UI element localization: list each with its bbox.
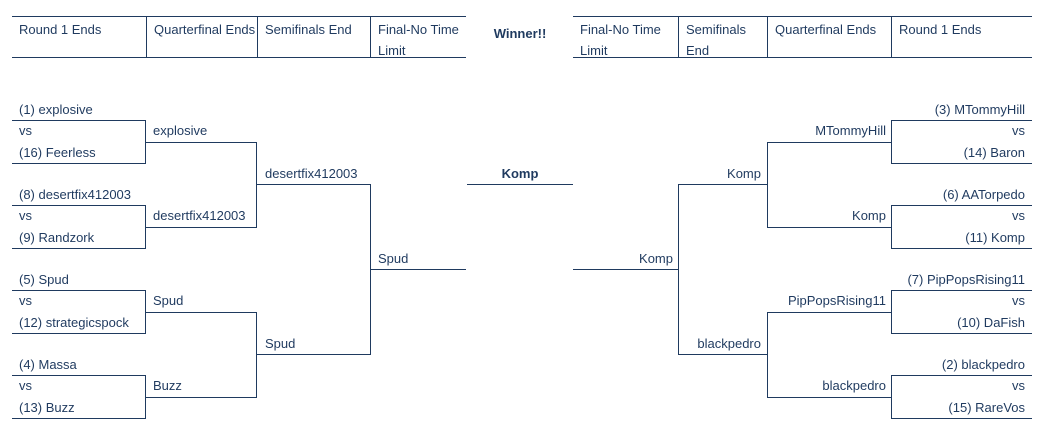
header-right-semifinal: Semifinals End [678, 17, 767, 57]
right-r1-m1-line-top [891, 120, 1032, 121]
right-r1-m2-vs: vs [1012, 208, 1025, 223]
left-sf-1-line [257, 184, 371, 185]
left-final: Spud [378, 251, 409, 266]
left-qf-3: Spud [153, 293, 184, 308]
left-r1-m4-line-top [12, 375, 146, 376]
right-qf-4: blackpedro [822, 378, 886, 393]
right-qf-2-line [767, 227, 892, 228]
right-qf-3-line [767, 312, 892, 313]
right-qf-connector-upper [767, 142, 768, 227]
left-r1-m4-connector [145, 375, 146, 418]
right-r1-m3-top: (7) PipPopsRising11 [907, 272, 1025, 287]
right-sf-2: blackpedro [697, 336, 761, 351]
header-right-round1: Round 1 Ends [891, 17, 1032, 57]
right-r1-m3-vs: vs [1012, 293, 1025, 308]
left-r1-m4-top: (4) Massa [19, 357, 77, 372]
left-r1-m1-vs: vs [19, 123, 32, 138]
left-r1-m2-line-top [12, 205, 146, 206]
right-qf-2: Komp [852, 208, 886, 223]
right-r1-m2-line-top [891, 205, 1032, 206]
left-r1-m2-line-bottom [12, 248, 146, 249]
right-sf-1: Komp [727, 166, 761, 181]
header-left-semifinal: Semifinals End [257, 17, 370, 57]
left-r1-m2-connector [145, 205, 146, 248]
left-qf-4: Buzz [153, 378, 182, 393]
right-r1-m3-line-top [891, 290, 1032, 291]
right-r1-m1-bottom: (14) Baron [963, 145, 1025, 160]
header-left-final: Final-No Time Limit [370, 17, 466, 57]
right-qf-1: MTommyHill [815, 123, 886, 138]
right-r1-m2-bottom: (11) Komp [965, 230, 1025, 245]
right-round-header-bar: Final-No Time Limit Semifinals End Quart… [573, 16, 1032, 58]
right-qf-1-line [767, 142, 892, 143]
left-r1-m3-vs: vs [19, 293, 32, 308]
left-final-line [371, 269, 466, 270]
champion-line [467, 184, 573, 185]
left-sf-connector [370, 184, 371, 354]
header-left-round1: Round 1 Ends [19, 22, 102, 37]
left-r1-m1-line-bottom [12, 163, 146, 164]
left-r1-m1-top: (1) explosive [19, 102, 93, 117]
left-qf-2-line [146, 227, 257, 228]
right-r1-m3-connector [891, 290, 892, 333]
left-qf-2: desertfix412003 [153, 208, 246, 223]
right-r1-m4-connector [891, 375, 892, 418]
left-r1-m2-bottom: (9) Randzork [19, 230, 95, 245]
left-qf-4-line [146, 397, 257, 398]
header-right-final: Final-No Time Limit [580, 22, 661, 57]
left-qf-1-line [146, 142, 257, 143]
header-right-quarterfinal: Quarterfinal Ends [767, 17, 891, 57]
right-r1-m1-top: (3) MTommyHill [934, 102, 1025, 117]
right-r1-m1-connector [891, 120, 892, 163]
header-left-quarterfinal: Quarterfinal Ends [146, 17, 257, 57]
right-r1-m2-top: (6) AATorpedo [942, 187, 1025, 202]
left-r1-m4-bottom: (13) Buzz [19, 400, 75, 415]
right-r1-m2-connector [891, 205, 892, 248]
left-qf-1: explosive [153, 123, 208, 138]
left-qf-connector-lower [256, 312, 257, 397]
header-winner: Winner!! [493, 26, 547, 41]
right-qf-connector-lower [767, 312, 768, 397]
right-final: Komp [639, 251, 673, 266]
left-round-header-bar: Round 1 Ends Quarterfinal Ends Semifinal… [12, 16, 466, 58]
left-r1-m2-vs: vs [19, 208, 32, 223]
left-qf-3-line [146, 312, 257, 313]
right-r1-m1-vs: vs [1012, 123, 1025, 138]
right-r1-m4-vs: vs [1012, 378, 1025, 393]
right-r1-m3-bottom: (10) DaFish [957, 315, 1025, 330]
right-qf-3: PipPopsRising11 [787, 293, 886, 308]
left-qf-connector-upper [256, 142, 257, 227]
left-r1-m1-connector [145, 120, 146, 163]
right-r1-m4-top: (2) blackpedro [941, 357, 1025, 372]
left-r1-m3-line-top [12, 290, 146, 291]
left-r1-m4-vs: vs [19, 378, 32, 393]
right-r1-m4-line-top [891, 375, 1032, 376]
left-r1-m2-top: (8) desertfix412003 [19, 187, 132, 202]
left-sf-2: Spud [265, 336, 296, 351]
left-r1-m3-connector [145, 290, 146, 333]
right-r1-m1-line-bottom [891, 163, 1032, 164]
right-sf-2-line [678, 354, 768, 355]
right-r1-m4-bottom: (15) RareVos [948, 400, 1025, 415]
left-r1-m3-line-bottom [12, 333, 146, 334]
left-r1-m1-bottom: (16) Feerless [19, 145, 96, 160]
left-r1-m1-line-top [12, 120, 146, 121]
left-sf-2-line [257, 354, 371, 355]
champion-name: Komp [501, 166, 539, 181]
right-r1-m3-line-bottom [891, 333, 1032, 334]
right-sf-1-line [678, 184, 768, 185]
left-r1-m3-top: (5) Spud [19, 272, 69, 287]
left-sf-1: desertfix412003 [265, 166, 358, 181]
right-qf-4-line [767, 397, 892, 398]
left-r1-m3-bottom: (12) strategicspock [19, 315, 129, 330]
right-r1-m4-line-bottom [891, 418, 1032, 419]
right-final-line [573, 269, 679, 270]
right-r1-m2-line-bottom [891, 248, 1032, 249]
right-sf-connector [678, 184, 679, 354]
left-r1-m4-line-bottom [12, 418, 146, 419]
